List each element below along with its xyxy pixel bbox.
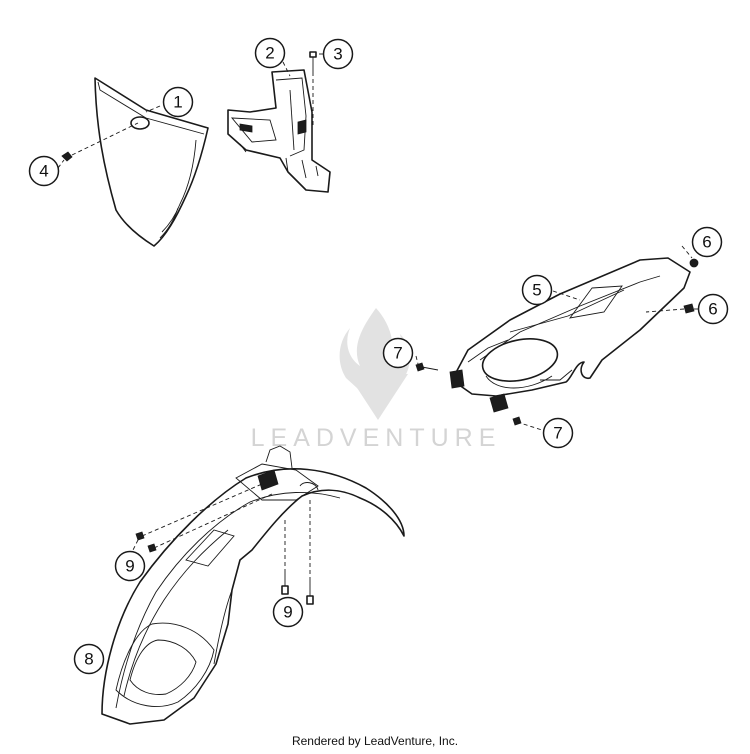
svg-text:9: 9 — [125, 557, 134, 576]
footer-credit: Rendered by LeadVenture, Inc. — [291, 734, 459, 748]
leader-lines — [57, 53, 698, 578]
callout-9-left: 9 — [114, 550, 146, 582]
leadventure-watermark: LEADVENTURE — [251, 308, 502, 452]
watermark-v-icon — [348, 374, 408, 420]
svg-text:7: 7 — [553, 424, 562, 443]
part-4-screw — [61, 151, 73, 162]
svg-text:6: 6 — [702, 233, 711, 252]
svg-text:1: 1 — [173, 93, 182, 112]
part-7-screws — [415, 362, 522, 426]
svg-text:9: 9 — [283, 603, 292, 622]
callout-7-left: 7 — [382, 337, 414, 369]
callout-4: 4 — [28, 155, 60, 187]
part-6-fasteners — [683, 258, 699, 314]
callout-6-side: 6 — [697, 293, 729, 325]
svg-text:4: 4 — [39, 162, 48, 181]
callout-2: 2 — [254, 37, 286, 69]
part-1-number-plate — [94, 77, 209, 247]
svg-text:5: 5 — [532, 281, 541, 300]
callout-6-top: 6 — [691, 226, 723, 258]
callout-3: 3 — [322, 38, 354, 70]
svg-text:2: 2 — [265, 44, 274, 63]
callout-9-right: 9 — [272, 596, 304, 628]
part-9-screws — [135, 531, 314, 605]
svg-text:8: 8 — [84, 650, 93, 669]
part-3-screw — [309, 51, 317, 72]
svg-text:3: 3 — [333, 45, 342, 64]
watermark-text: LEADVENTURE — [251, 424, 502, 452]
callout-1: 1 — [162, 86, 194, 118]
callout-7-bottom: 7 — [542, 417, 574, 449]
svg-text:6: 6 — [708, 300, 717, 319]
callout-8: 8 — [73, 643, 105, 675]
part-2-radiator-shroud — [227, 69, 331, 193]
part-8-front-fender — [101, 445, 405, 725]
callout-5: 5 — [521, 274, 553, 306]
svg-text:7: 7 — [393, 344, 402, 363]
part-5-rear-fender — [449, 257, 691, 413]
